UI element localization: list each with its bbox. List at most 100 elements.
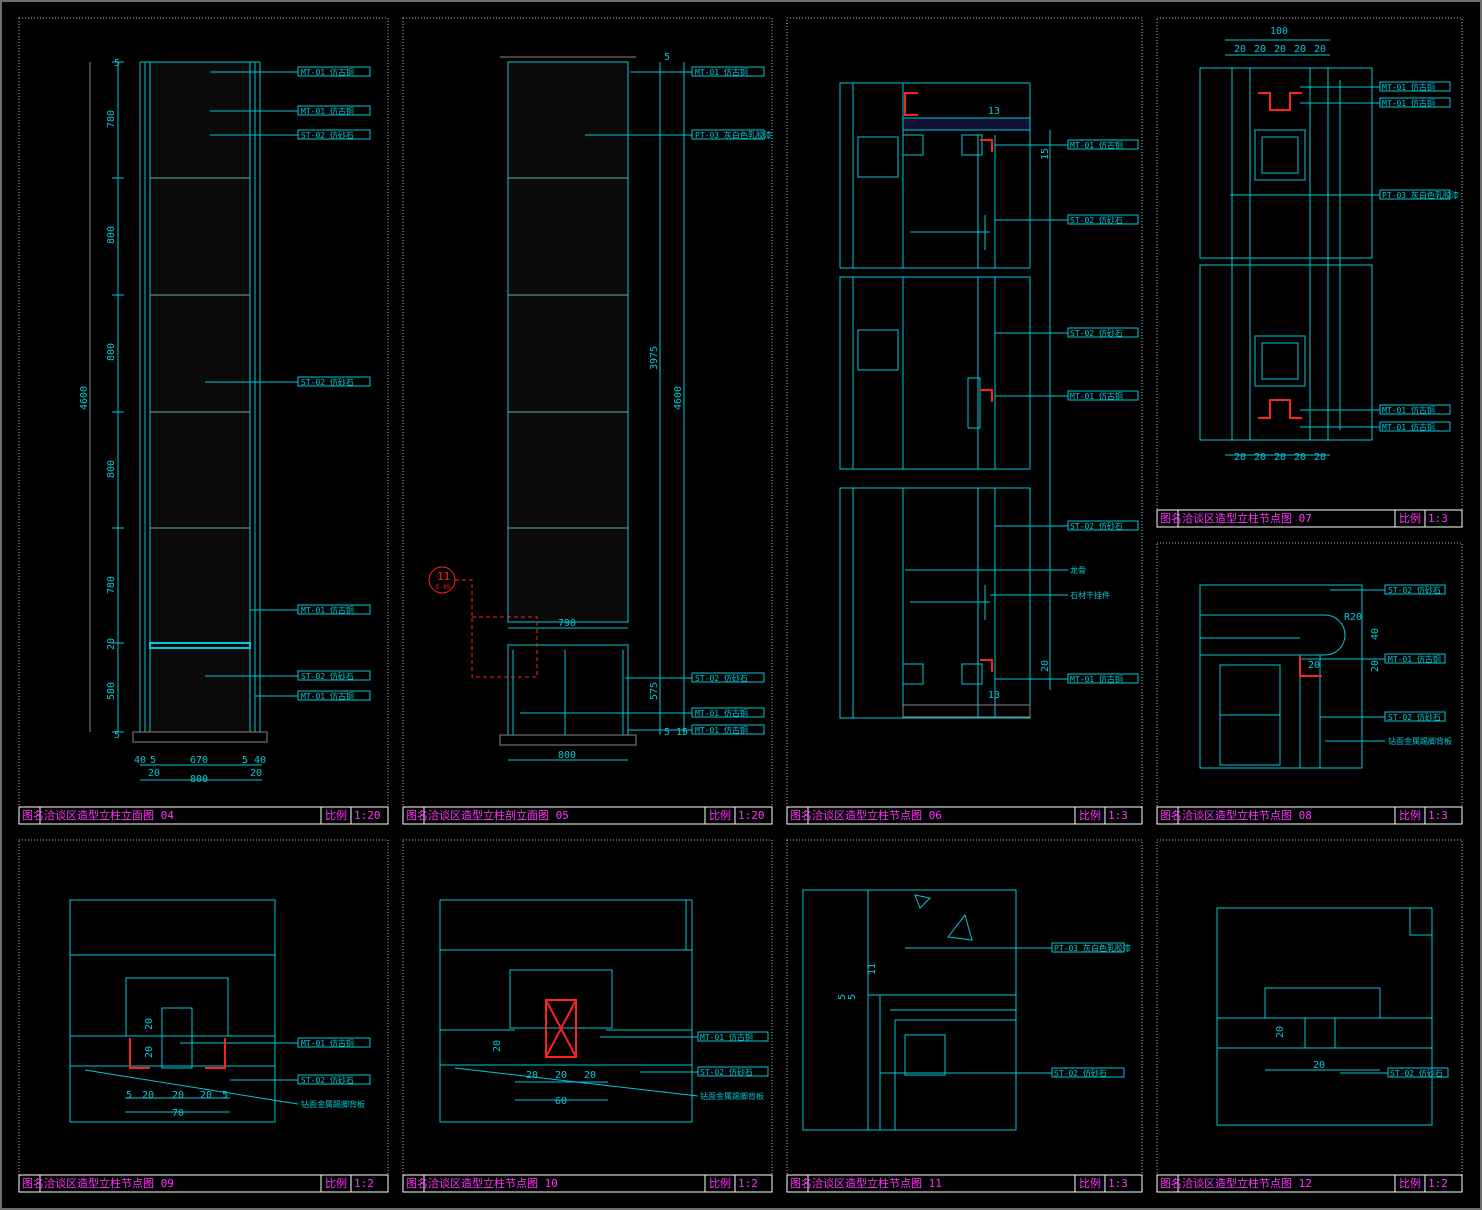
p09-label-0: MT-01 仿古铜 [301, 1038, 354, 1048]
p04-vdim-0: 5 [114, 58, 120, 69]
panel-1-title-bar [402, 806, 773, 825]
p10-label-0: MT-01 仿古铜 [700, 1032, 753, 1042]
p12-dim-0: 20 [1275, 1026, 1286, 1038]
panel-0-name-label: 图名 [22, 808, 44, 822]
p06-label-6: 石材干挂件 [1070, 590, 1110, 600]
p08-label-0: ST-02 仿砂石 [1388, 585, 1441, 595]
p05-dim-0: 5 [664, 52, 670, 63]
panel-4-title: 洽谈区造型立柱节点图 08 [1182, 808, 1312, 822]
p04-bdim-7: 800 [190, 774, 208, 785]
panel-6-border [402, 839, 773, 1193]
p04-label-3: ST-02 仿砂石 [301, 377, 354, 387]
p04-vdim-7: 580 [106, 682, 117, 700]
panel-2-title-bar [786, 806, 1143, 825]
p04-bdim-6: 20 [250, 768, 262, 779]
p09-dim-5: 20 [200, 1090, 212, 1101]
p04-vdim-3: 800 [106, 343, 117, 361]
p04-label-5: ST-02 仿砂石 [301, 671, 354, 681]
p10-label-2: 钻面金属踢脚背板 [700, 1091, 764, 1101]
p05-label-0: MT-01 仿古铜 [695, 67, 748, 77]
p07-label-1: MT-01 仿古铜 [1382, 98, 1435, 108]
p08-dim-1: 40 [1370, 628, 1381, 640]
p05-dim-2: 4600 [673, 386, 684, 410]
p09-dim-1: 20 [144, 1046, 155, 1058]
p12-dim-1: 20 [1313, 1060, 1325, 1071]
p11-label-0: PT-03 灰白色乳胶漆 [1054, 943, 1131, 953]
p05-dim-4: 5 [664, 727, 670, 738]
panel-5-title-bar [18, 1174, 389, 1193]
p08-dim-3: 20 [1370, 660, 1381, 672]
p05-dim-3: 575 [649, 682, 660, 700]
p04-label-4: MT-01 仿古铜 [301, 605, 354, 615]
p04-label-0: MT-01 仿古铜 [301, 67, 354, 77]
p11-dim-1: 5 [847, 994, 858, 1000]
p05-dim-1: 3975 [649, 346, 660, 370]
p09-dim-2: 5 [126, 1090, 132, 1101]
p04-elevation [89, 61, 371, 781]
p07-bot-2: 20 [1274, 452, 1286, 463]
p08-dim-2: 20 [1308, 660, 1320, 671]
p07-top-4: 20 [1314, 44, 1326, 55]
panel-2-title: 洽谈区造型立柱节点图 06 [812, 808, 942, 822]
panel-5-title: 洽谈区造型立柱节点图 09 [44, 1176, 174, 1190]
p05-dim-5: 15 [676, 727, 688, 738]
p04-vdim-2: 800 [106, 226, 117, 244]
panel-3-title: 洽谈区造型立柱节点图 07 [1182, 511, 1312, 525]
p06-dim-3: 13 [988, 690, 1000, 701]
panel-5-name-label: 图名 [22, 1176, 44, 1190]
p06-details [839, 82, 1139, 719]
panel-8-title-bar [1156, 1174, 1463, 1193]
p09-red-profiles [129, 1038, 226, 1069]
p06-label-7: MT-01 仿古铜 [1070, 674, 1123, 684]
p04-bdim-5: 20 [148, 768, 160, 779]
panel-8-border [1156, 839, 1463, 1193]
p08-label-3: 钻面金属踢脚背板 [1388, 736, 1452, 746]
p04-bdim-4: 40 [254, 755, 266, 766]
p05-label-3: MT-01 仿古铜 [695, 708, 748, 718]
p06-red-profiles [904, 92, 993, 672]
panel-6-scale: 1:2 [738, 1177, 758, 1190]
p06-label-1: ST-02 仿砂石 [1070, 215, 1123, 225]
p07-bot-4: 20 [1314, 452, 1326, 463]
p08-detail [1199, 584, 1446, 769]
p09-dim-3: 20 [142, 1090, 154, 1101]
panel-1-scale: 1:20 [738, 809, 765, 822]
p07-label-2: PT-03 灰白色乳胶漆 [1382, 190, 1459, 200]
p04-bdim-0: 40 [134, 755, 146, 766]
p07-red-profiles [1258, 92, 1302, 419]
p06-label-2: ST-02 仿砂石 [1070, 328, 1123, 338]
panel-4-title-bar [1156, 806, 1463, 825]
p06-dim-2: 20 [1040, 660, 1051, 672]
panel-2-scale: 1:3 [1108, 809, 1128, 822]
p07-label-3: MT-01 仿古铜 [1382, 405, 1435, 415]
p07-top-2: 20 [1274, 44, 1286, 55]
p10-dim-2: 20 [555, 1070, 567, 1081]
p04-label-6: MT-01 仿古铜 [301, 691, 354, 701]
p11-dim-0: 5 [837, 994, 848, 1000]
panel-8-scale: 1:2 [1428, 1177, 1448, 1190]
p06-label-4: ST-02 仿砂石 [1070, 521, 1123, 531]
panel-3-scale-label: 比例 [1399, 511, 1421, 525]
p06-label-3: MT-01 仿古铜 [1070, 391, 1123, 401]
p05-section [499, 56, 765, 761]
p10-detail [439, 899, 769, 1123]
p11-label-1: ST-02 仿砂石 [1054, 1068, 1107, 1078]
p07-top: 100 [1270, 26, 1288, 37]
p10-label-1: ST-02 仿砂石 [700, 1067, 753, 1077]
panel-7-scale-label: 比例 [1079, 1176, 1101, 1190]
p07-details [1199, 39, 1451, 456]
p09-detail [69, 899, 371, 1123]
p04-label-1: MT-01 仿古铜 [301, 106, 354, 116]
p11-dim-2: 11 [867, 963, 878, 975]
p05-dim-6: 790 [558, 618, 576, 629]
p04-vdim-6: 20 [106, 638, 117, 650]
p05-label-2: ST-02 仿砂石 [695, 673, 748, 683]
p05-callout-num: 11 [437, 570, 450, 583]
panel-0-scale-label: 比例 [325, 808, 347, 822]
p05-label-1: PT-03 灰白色乳胶漆 [695, 130, 772, 140]
p04-bdim-3: 5 [242, 755, 248, 766]
panel-8-title: 洽谈区造型立柱节点图 12 [1182, 1176, 1312, 1190]
p10-dim-4: 60 [555, 1096, 567, 1107]
